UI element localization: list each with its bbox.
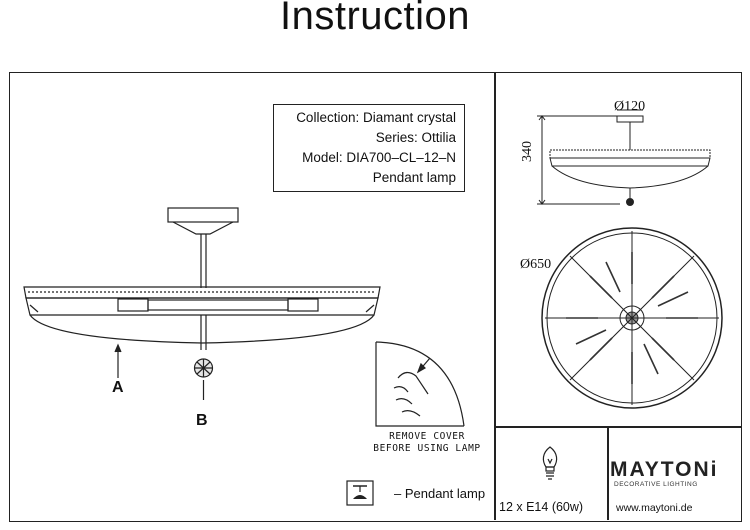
- socket-left: [117, 298, 149, 312]
- lamp-drawing: [23, 207, 381, 400]
- height-dimension: 340: [520, 141, 535, 162]
- collection-label: Collection: Diamant crystal: [296, 110, 456, 125]
- bulb-spec: 12 x E14 (60w): [499, 500, 584, 514]
- canopy-mount: [172, 221, 234, 235]
- canopy-plate: [167, 207, 239, 223]
- label-a: A: [112, 379, 124, 396]
- brand-tagline: DECORATIVE LIGHTING: [614, 481, 698, 488]
- legend-text: – Pendant lamp: [394, 486, 486, 501]
- divider-horizontal: [494, 426, 741, 428]
- bottom-view-drawing: [541, 227, 723, 409]
- remove-cover-illustration: [375, 341, 465, 427]
- glass-bowl: [29, 314, 375, 344]
- product-info-box: Collection: Diamant crystal Series: Otti…: [273, 104, 465, 192]
- divider-vertical-main: [494, 73, 496, 520]
- instruction-frame: [9, 72, 742, 522]
- socket-right: [287, 298, 319, 312]
- canopy-dimension: Ø120: [614, 99, 646, 114]
- series-label: Series: Ottilia: [375, 130, 456, 145]
- brand-url: www.maytoni.de: [616, 502, 693, 514]
- remove-cover-note: REMOVE COVER BEFORE USING LAMP: [373, 431, 481, 454]
- divider-vertical-brand: [607, 426, 609, 520]
- candle-bulbs: [566, 252, 698, 384]
- page-title: Instruction: [279, 0, 471, 38]
- diameter-dimension: Ø650: [520, 257, 552, 272]
- bowl-edge: [375, 341, 465, 427]
- pendant-lamp-icon: [346, 480, 374, 506]
- brand-logo: MAYTONi: [610, 458, 719, 481]
- type-label: Pendant lamp: [372, 170, 456, 185]
- side-view-drawing: [537, 109, 711, 206]
- label-b: B: [196, 412, 208, 429]
- light-bulb-icon: [542, 446, 558, 480]
- model-label: Model: DIA700–CL–12–N: [302, 150, 456, 165]
- hand-icon: [393, 371, 429, 417]
